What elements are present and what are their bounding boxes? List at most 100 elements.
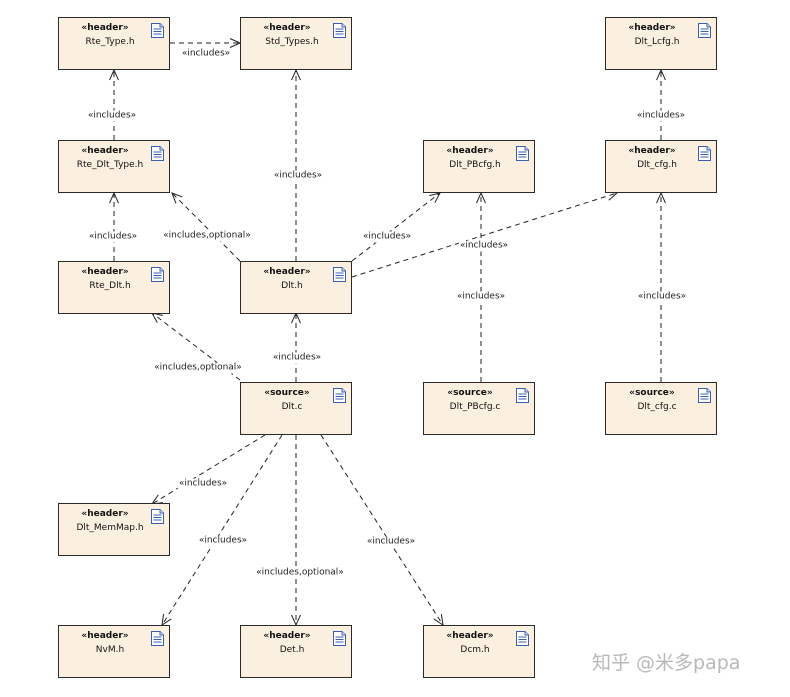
node-name: Dlt.h [281,281,303,291]
document-icon [516,146,529,161]
node-stereotype: «source» [447,388,493,398]
edge-label: «includes» [271,352,323,364]
node-name: Dlt_PBcfg.c [449,402,501,412]
document-icon [333,267,346,282]
watermark: 知乎 @米多papa [592,652,741,674]
arrowhead [656,191,666,204]
edge-label: «includes» [197,535,249,547]
edge-label: «includes» [86,110,138,122]
node-stereotype: «header» [81,23,129,33]
node-name: Dlt_cfg.c [637,402,677,412]
node-name: Rte_Type.h [85,37,135,47]
node-dlt-lcfg-h[interactable]: «header» Dlt_Lcfg.h [605,17,717,70]
edge-label: «includes» [272,170,324,182]
document-icon [151,509,164,524]
edge-label: «includes» [177,478,229,490]
node-name: Std_Types.h [265,37,319,47]
node-name: Dlt_cfg.h [637,160,677,170]
node-name: Dcm.h [460,645,490,655]
document-icon [698,23,711,38]
node-dlt-pbcfg-h[interactable]: «header» Dlt_PBcfg.h [423,140,535,193]
dependency-line [161,434,283,626]
node-stereotype: «header» [263,631,311,641]
node-stereotype: «source» [264,388,310,398]
node-stereotype: «header» [81,509,129,519]
arrowhead [656,68,666,81]
node-dlt-cfg-c[interactable]: «source» Dlt_cfg.c [605,382,717,435]
node-det-h[interactable]: «header» Det.h [240,625,352,678]
dependency-edge-dlt-c-to-det-h [291,435,301,627]
node-stereotype: «header» [263,23,311,33]
document-icon [516,388,529,403]
edge-label: «includes,optional» [153,362,243,374]
document-icon [698,146,711,161]
document-icon [333,631,346,646]
node-stereotype: «source» [629,388,675,398]
edge-label: «includes,optional» [162,230,252,242]
node-std-types-h[interactable]: «header» Std_Types.h [240,17,352,70]
node-stereotype: «header» [628,146,676,156]
dependency-line [351,192,441,262]
dependency-edge-dlt-pbcfg-c-to-dlt-pbcfg-h [476,191,486,382]
dependency-edge-rte-type-h-to-std-types-h [170,38,242,48]
dependency-line [351,192,618,278]
arrowhead [291,68,301,81]
dependency-edge-dlt-h-to-dlt-pbcfg-h [351,192,441,262]
document-icon [151,146,164,161]
node-name: NvM.h [95,645,125,655]
node-stereotype: «header» [81,146,129,156]
document-icon [516,631,529,646]
node-dlt-pbcfg-c[interactable]: «source» Dlt_PBcfg.c [423,382,535,435]
edge-label: «includes» [180,48,232,60]
edge-label: «includes» [361,231,413,243]
node-stereotype: «header» [446,146,494,156]
edge-label: «includes» [458,240,510,252]
dependency-edge-dlt-c-to-nvm-h [161,434,283,627]
dependency-line [320,434,444,626]
dependency-edge-dlt-cfg-h-to-dlt-lcfg-h [656,68,666,140]
node-nvm-h[interactable]: «header» NvM.h [58,625,170,678]
edge-label: «includes» [636,291,688,303]
edge-label: «includes» [87,231,139,243]
edge-label: «includes» [455,291,507,303]
document-icon [698,388,711,403]
node-rte-dlt-h[interactable]: «header» Rte_Dlt.h [58,261,170,314]
node-dcm-h[interactable]: «header»Dcm.h [423,625,535,678]
dependency-line [171,192,241,262]
arrowhead [171,192,183,204]
document-icon [151,631,164,646]
node-name: Rte_Dlt_Type.h [76,160,144,170]
dependency-line [151,434,266,505]
dependency-edge-rte-dlt-type-h-to-rte-type-h [109,68,119,140]
node-dlt-memmap-h[interactable]: «header»Dlt_MemMap.h [58,503,170,556]
document-icon [151,23,164,38]
node-name: Dlt_Lcfg.h [634,37,680,47]
node-stereotype: «header» [81,267,129,277]
arrowhead [109,191,119,204]
node-name: Dlt_PBcfg.h [449,160,501,170]
node-name: Rte_Dlt.h [89,281,131,291]
node-name: Det.h [279,645,305,655]
node-dlt-cfg-h[interactable]: «header» Dlt_cfg.h [605,140,717,193]
node-stereotype: «header» [628,23,676,33]
document-icon [151,267,164,282]
dependency-edge-dlt-c-to-dlt-memmap-h [150,434,266,505]
node-dlt-c[interactable]: «source» Dlt.c [240,382,352,435]
document-icon [333,388,346,403]
node-dlt-h[interactable]: «header» Dlt.h [240,261,352,314]
node-stereotype: «header» [81,631,129,641]
arrowhead [429,192,441,203]
arrowhead [161,614,172,627]
node-rte-type-h[interactable]: «header» Rte_Type.h [58,17,170,70]
node-stereotype: «header» [263,267,311,277]
node-name: Dlt.c [281,402,303,412]
dependency-edge-dlt-c-to-dcm-h [320,434,444,627]
edge-label: «includes» [365,536,417,548]
dependency-edge-dlt-c-to-dlt-h [291,311,301,382]
node-rte-dlt-type-h[interactable]: «header» Rte_Dlt_Type.h [58,140,170,193]
edge-label: «includes» [635,110,687,122]
arrowhead [476,191,486,204]
document-icon [333,23,346,38]
